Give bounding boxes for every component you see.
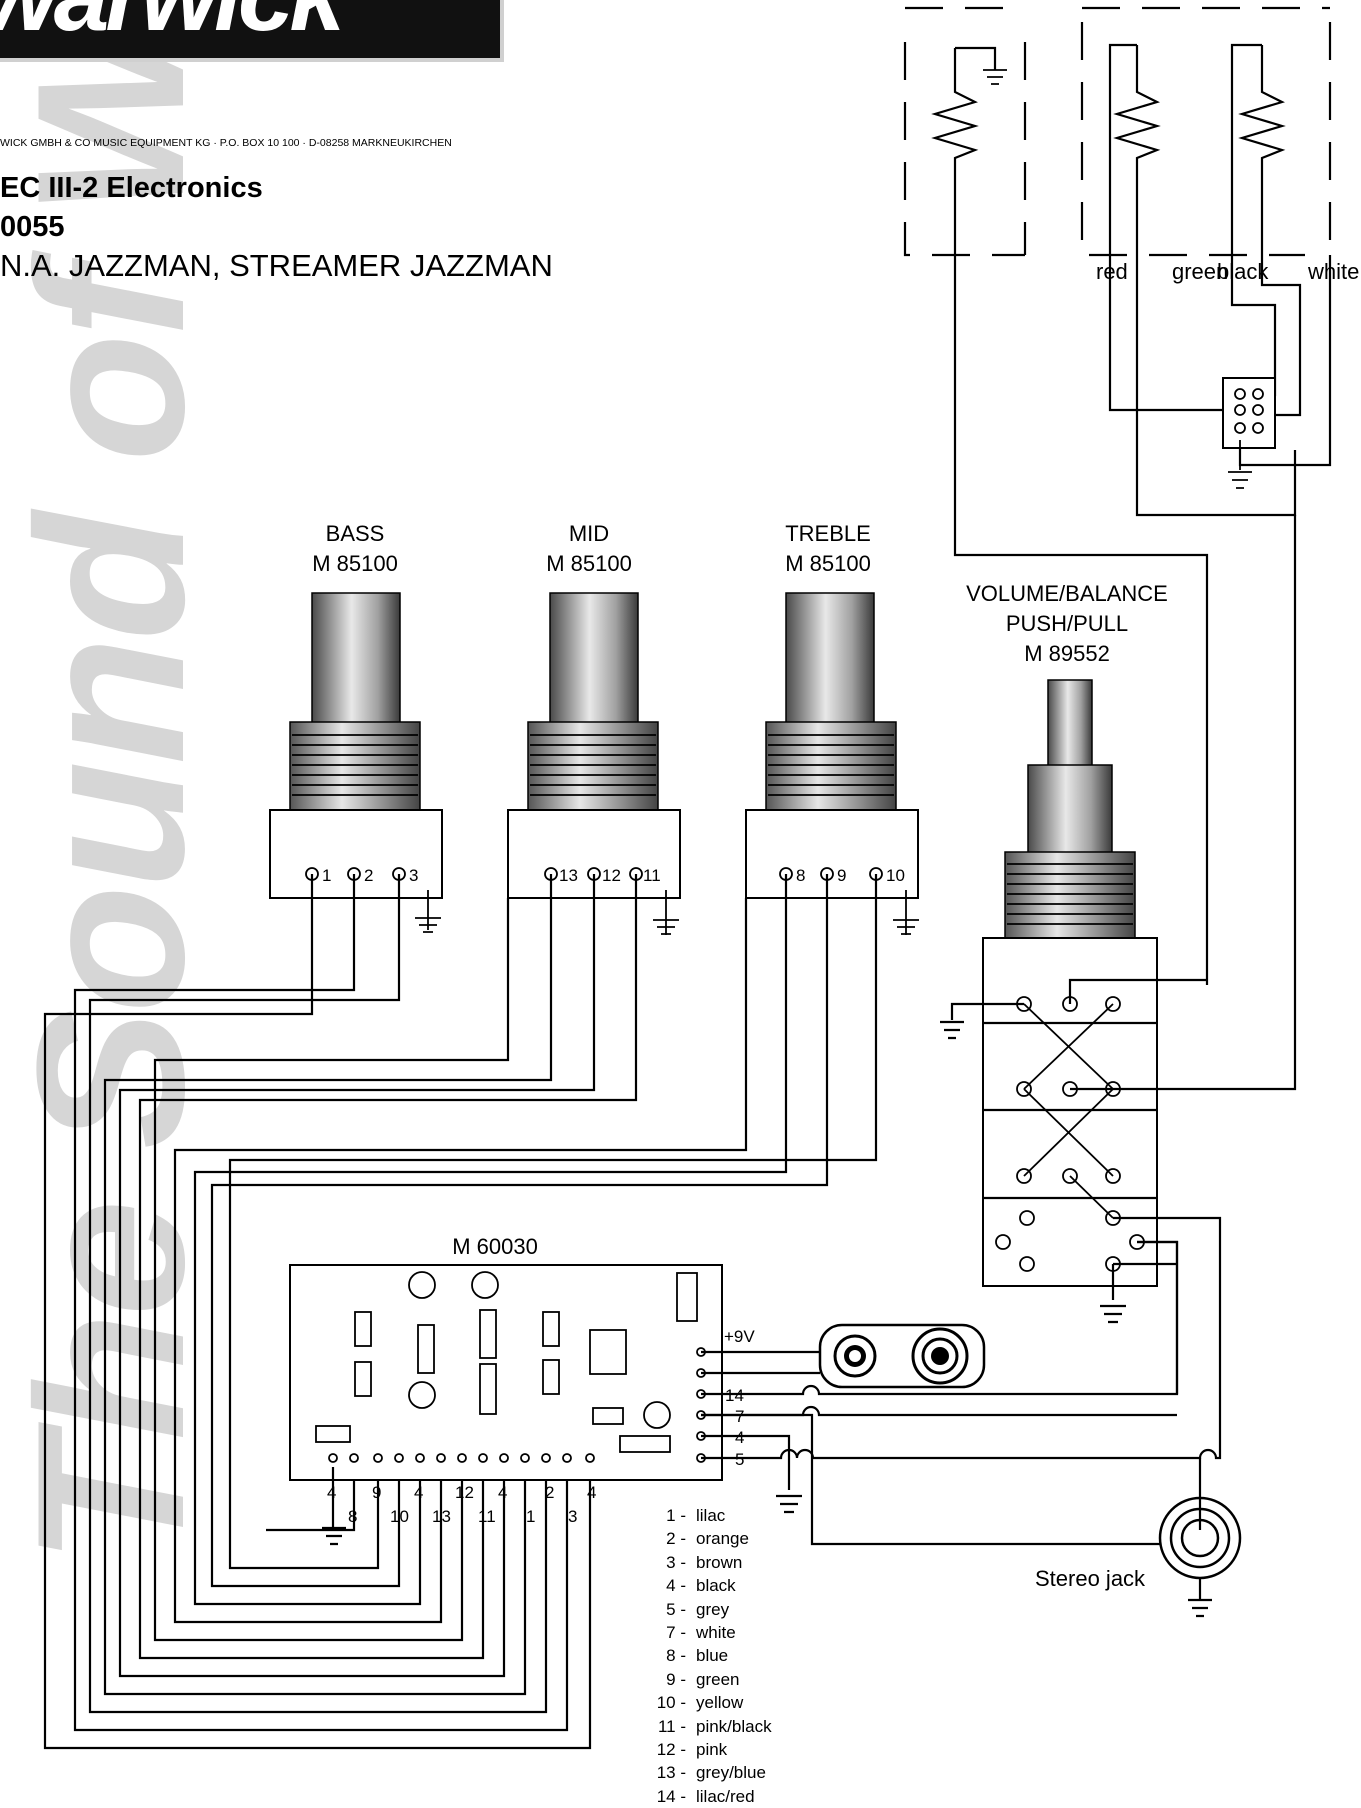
pickup-connector bbox=[1222, 377, 1276, 489]
pin-7: 7 bbox=[735, 1407, 744, 1426]
label-red: red bbox=[1096, 259, 1128, 284]
volume-part: M 89552 bbox=[1024, 641, 1110, 666]
bottom-pin-label: 3 bbox=[568, 1507, 577, 1526]
legend-row: 12 -pink bbox=[656, 1740, 728, 1760]
volume-pushpull: PUSH/PULL bbox=[1006, 611, 1128, 636]
bottom-pin-label: 12 bbox=[455, 1483, 474, 1502]
legend-row: 1 -lilac bbox=[666, 1506, 726, 1525]
bottom-pin-label: 4 bbox=[587, 1483, 596, 1502]
pot-bass bbox=[269, 592, 443, 933]
page-title: EC III-2 Electronics bbox=[0, 172, 263, 204]
pot-treble-name: TREBLE bbox=[785, 521, 871, 546]
brand-logo: warwick bbox=[0, 0, 505, 62]
pot-mid-name: MID bbox=[569, 521, 609, 546]
legend-row: 9 -green bbox=[666, 1669, 740, 1689]
pin-label: 13 bbox=[559, 866, 578, 885]
module-right-pins bbox=[696, 1347, 706, 1463]
label-green: green bbox=[1172, 259, 1228, 284]
pin-label: 2 bbox=[364, 866, 373, 885]
module-board bbox=[289, 1264, 723, 1481]
volume-name: VOLUME/BALANCE bbox=[966, 581, 1168, 606]
bottom-pin-label: 4 bbox=[498, 1483, 507, 1502]
bottom-pin-label: 10 bbox=[390, 1507, 409, 1526]
legend-row: 11 -pink/black bbox=[657, 1716, 772, 1736]
pot-treble bbox=[745, 592, 919, 935]
module-part: M 60030 bbox=[452, 1234, 538, 1259]
pickup-bridge bbox=[1080, 6, 1332, 517]
pin-label: 1 bbox=[322, 866, 331, 885]
page-subtitle-models: N.A. JAZZMAN, STREAMER JAZZMAN bbox=[0, 248, 553, 283]
pin-9v: +9V bbox=[724, 1327, 755, 1346]
bottom-pin-label: 8 bbox=[348, 1507, 357, 1526]
pin-label: 11 bbox=[643, 866, 661, 885]
bottom-pin-label: 2 bbox=[545, 1483, 554, 1502]
wire-color-legend: 1 -lilac 2 -orange 3 -brown 4 -black 5 -… bbox=[640, 1504, 772, 1808]
legend-row: 5 -grey bbox=[666, 1599, 730, 1619]
pin-label: 12 bbox=[602, 866, 621, 885]
page-subtitle-code: 0055 bbox=[0, 211, 65, 243]
bottom-pin-label: 4 bbox=[327, 1483, 336, 1502]
bottom-pin-label: 9 bbox=[372, 1483, 381, 1502]
legend-row: 13 -grey/blue bbox=[656, 1763, 766, 1783]
pot-treble-part: M 85100 bbox=[785, 551, 871, 576]
output-wires bbox=[701, 1216, 1222, 1546]
label-white: white bbox=[1307, 259, 1359, 284]
pin-label: 10 bbox=[886, 866, 905, 885]
pin-14: 14 bbox=[725, 1386, 744, 1405]
module-bottom-pins bbox=[322, 1453, 595, 1546]
company-address: WICK GMBH & CO MUSIC EQUIPMENT KG · P.O.… bbox=[0, 137, 452, 149]
pot-bass-name: BASS bbox=[326, 521, 385, 546]
stereo-jack bbox=[1158, 1458, 1242, 1618]
legend-row: 3 -brown bbox=[666, 1552, 743, 1572]
pin-5: 5 bbox=[735, 1450, 744, 1469]
label-black: black bbox=[1217, 259, 1269, 284]
pot-bass-part: M 85100 bbox=[312, 551, 398, 576]
pin-label: 8 bbox=[796, 866, 805, 885]
harness-wires bbox=[43, 874, 878, 1750]
pickup-neck bbox=[903, 6, 1209, 985]
battery-clip bbox=[701, 1323, 986, 1389]
legend-row: 2 -orange bbox=[666, 1529, 749, 1549]
legend-row: 7 -white bbox=[666, 1623, 736, 1643]
legend-row: 10 -yellow bbox=[656, 1693, 744, 1713]
pot-mid-part: M 85100 bbox=[546, 551, 632, 576]
legend-row: 8 -blue bbox=[666, 1646, 729, 1666]
bottom-pin-label: 11 bbox=[478, 1507, 496, 1526]
pin-4: 4 bbox=[735, 1428, 744, 1447]
bottom-pin-label: 13 bbox=[432, 1507, 451, 1526]
pin-label: 3 bbox=[409, 866, 418, 885]
pin-label: 9 bbox=[837, 866, 846, 885]
jack-label: Stereo jack bbox=[1035, 1566, 1146, 1591]
bottom-pin-label: 4 bbox=[414, 1483, 423, 1502]
brand-logo-text: warwick bbox=[0, 0, 345, 54]
pot-volume bbox=[940, 515, 1297, 1324]
legend-row: 4 -black bbox=[666, 1576, 736, 1596]
bottom-pin-label: 1 bbox=[526, 1507, 535, 1526]
legend-row: 14 -lilac/red bbox=[656, 1786, 755, 1806]
